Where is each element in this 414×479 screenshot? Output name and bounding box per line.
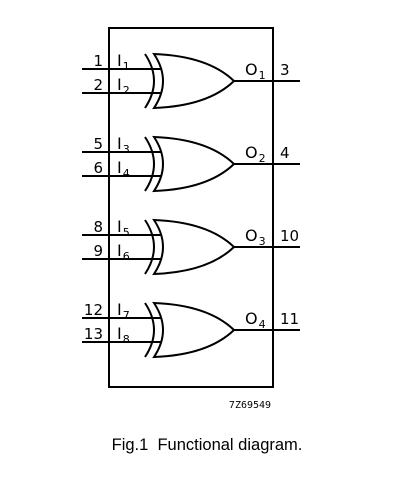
output-pin-number: 10 bbox=[280, 227, 299, 245]
input-signal-label-letter: I bbox=[117, 75, 122, 94]
output-signal-label-index: 3 bbox=[259, 235, 266, 248]
input-signal-label: I4 bbox=[117, 158, 130, 180]
input-signal-label: I1 bbox=[117, 51, 130, 73]
input-signal-label-letter: I bbox=[117, 134, 122, 153]
input-signal-label-index: 1 bbox=[123, 60, 130, 73]
input-pin-number: 13 bbox=[84, 325, 103, 343]
input-signal-label-index: 8 bbox=[123, 333, 130, 346]
output-pin-number: 3 bbox=[280, 61, 290, 79]
input-signal-label-index: 4 bbox=[123, 167, 130, 180]
input-signal-label: I5 bbox=[117, 217, 130, 239]
output-signal-label-letter: O bbox=[245, 143, 258, 162]
output-pin-number: 4 bbox=[280, 144, 290, 162]
input-signal-label-letter: I bbox=[117, 300, 122, 319]
output-signal-label-letter: O bbox=[245, 60, 258, 79]
input-signal-label-index: 5 bbox=[123, 226, 130, 239]
input-signal-label: I7 bbox=[117, 300, 130, 322]
input-signal-label: I6 bbox=[117, 241, 130, 263]
input-signal-label-letter: I bbox=[117, 241, 122, 260]
drawing-code: 7Z69549 bbox=[229, 400, 271, 411]
input-signal-label-index: 3 bbox=[123, 143, 130, 156]
output-signal-label: O4 bbox=[245, 309, 266, 331]
input-signal-label: I2 bbox=[117, 75, 130, 97]
figure-caption: Fig.1 Functional diagram. bbox=[111, 436, 303, 454]
input-signal-label-letter: I bbox=[117, 324, 122, 343]
output-signal-label-letter: O bbox=[245, 226, 258, 245]
output-signal-label-index: 1 bbox=[259, 69, 266, 82]
output-signal-label: O3 bbox=[245, 226, 266, 248]
output-signal-label-index: 2 bbox=[259, 152, 266, 165]
input-signal-label-letter: I bbox=[117, 217, 122, 236]
input-pin-number: 6 bbox=[93, 159, 103, 177]
input-pin-number: 12 bbox=[84, 301, 103, 319]
xor-gate-body bbox=[152, 301, 236, 359]
output-signal-label: O2 bbox=[245, 143, 266, 165]
input-signal-label-letter: I bbox=[117, 51, 122, 70]
xor-extra-curve bbox=[144, 53, 155, 109]
input-pin-number: 8 bbox=[93, 218, 103, 236]
xor-extra-curve bbox=[144, 219, 155, 275]
xor-gate-body bbox=[152, 52, 236, 110]
ic-package-outline bbox=[108, 27, 274, 388]
input-signal-label-index: 2 bbox=[123, 84, 130, 97]
output-signal-label: O1 bbox=[245, 60, 266, 82]
xor-gate-body bbox=[152, 135, 236, 193]
output-pin-number: 11 bbox=[280, 310, 299, 328]
input-signal-label: I3 bbox=[117, 134, 130, 156]
output-signal-label-index: 4 bbox=[259, 318, 266, 331]
xor-gate-body bbox=[152, 218, 236, 276]
input-signal-label-letter: I bbox=[117, 158, 122, 177]
xor-extra-curve bbox=[144, 302, 155, 358]
input-signal-label-index: 6 bbox=[123, 250, 130, 263]
input-pin-number: 9 bbox=[93, 242, 103, 260]
input-pin-number: 2 bbox=[93, 76, 103, 94]
xor-extra-curve bbox=[144, 136, 155, 192]
input-pin-number: 1 bbox=[93, 52, 103, 70]
output-signal-label-letter: O bbox=[245, 309, 258, 328]
input-pin-number: 5 bbox=[93, 135, 103, 153]
input-signal-label-index: 7 bbox=[123, 309, 130, 322]
input-signal-label: I8 bbox=[117, 324, 130, 346]
